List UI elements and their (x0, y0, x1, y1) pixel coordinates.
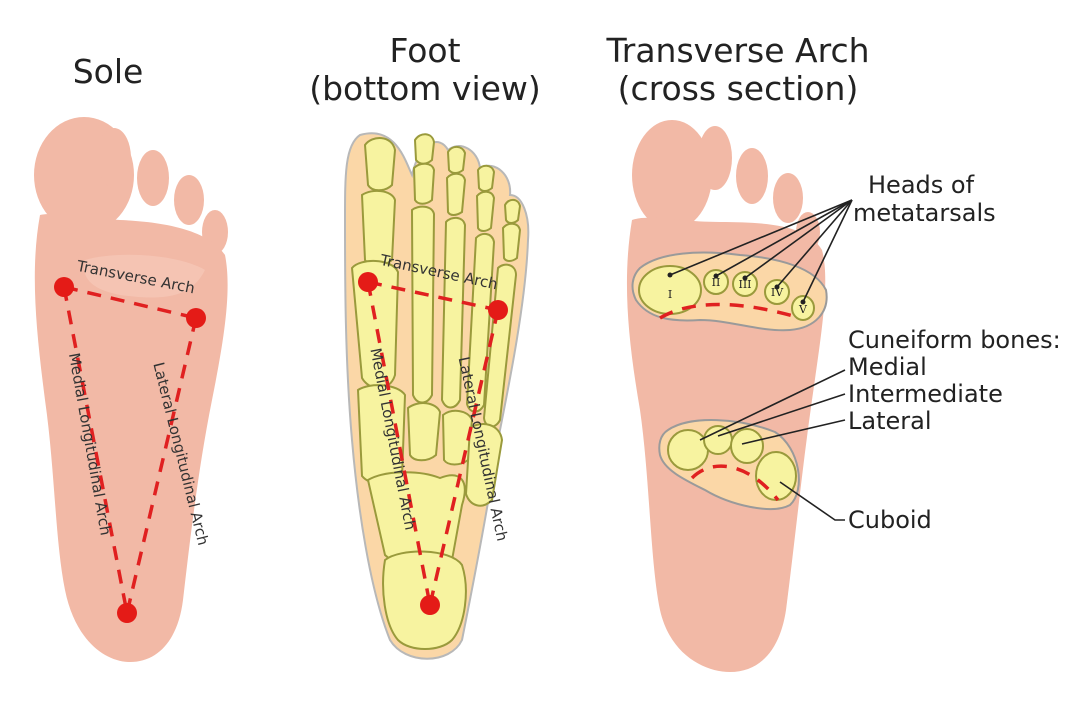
metatarsal-numeral-1: I (668, 288, 672, 301)
sole-point-heel (117, 603, 137, 623)
intermediate-label: Intermediate (848, 380, 1003, 408)
cross-title-line1: Transverse Arch (605, 31, 869, 70)
medial-label: Medial (848, 353, 927, 381)
sole-point-medial (54, 277, 74, 297)
foot-panel: Foot (bottom view) (309, 31, 541, 659)
metatarsal-numeral-5: V (798, 303, 808, 316)
foot-point-medial (358, 272, 378, 292)
cross-title-line2: (cross section) (618, 69, 859, 108)
cross-section-panel: Transverse Arch (cross section) I II III… (605, 31, 1060, 672)
foot-point-heel (420, 595, 440, 615)
cuboid-label: Cuboid (848, 506, 932, 534)
foot-title-line2: (bottom view) (309, 69, 541, 108)
heads-label-line1: Heads of (868, 171, 975, 199)
cuneiform-label: Cuneiform bones: (848, 326, 1061, 354)
sole-point-lateral (186, 308, 206, 328)
sole-title: Sole (73, 52, 144, 91)
foot-title-line1: Foot (389, 31, 460, 70)
sole-panel: Sole Transverse Arch Medial Longitudinal… (34, 52, 228, 662)
heads-label-line2: metatarsals (853, 199, 996, 227)
foot-point-lateral (488, 300, 508, 320)
lateral-label: Lateral (848, 407, 932, 435)
